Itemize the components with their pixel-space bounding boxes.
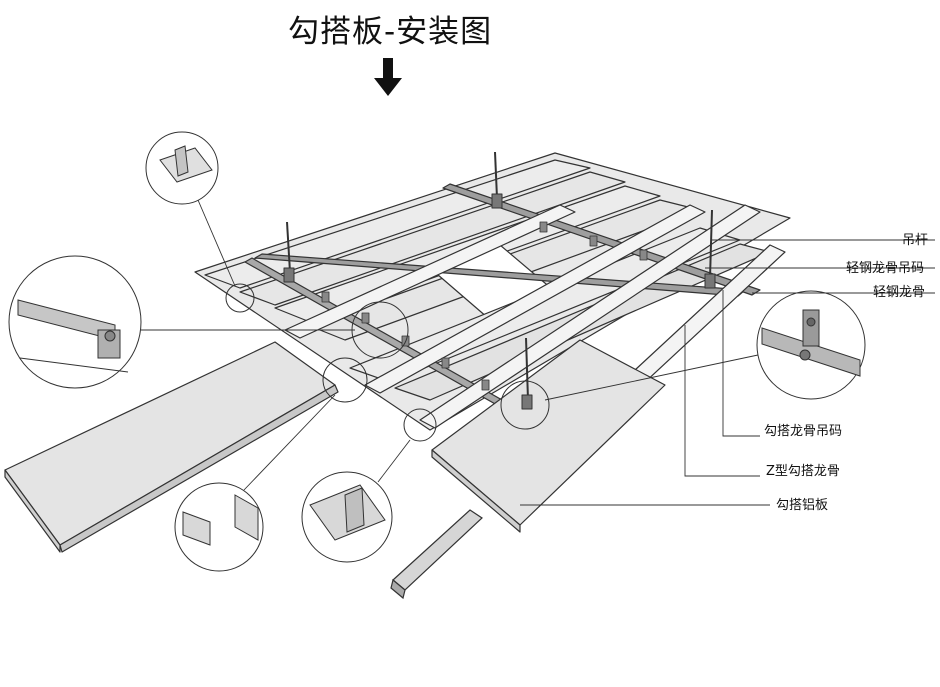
z-hook-keel: [364, 204, 706, 394]
detail-leaders: [141, 199, 759, 491]
label-light-steel-keel: 轻钢龙骨: [873, 285, 926, 300]
label-z-hook-keel: Z型勾搭龙骨: [766, 464, 840, 479]
light-steel-keel: [442, 183, 761, 296]
panel-strip: [239, 171, 626, 306]
label-hook-keel-clip: 勾搭龙骨吊码: [764, 424, 843, 439]
label-light-steel-keel-clip: 轻钢龙骨吊码: [846, 261, 925, 276]
ceiling-assembly: [194, 151, 791, 533]
label-leaders: [520, 239, 935, 506]
detail-callouts: [8, 131, 866, 572]
label-hanger-rod: 吊杆: [902, 233, 929, 248]
z-hook-keel: [284, 204, 576, 339]
panel-strip: [204, 159, 591, 289]
down-arrow-icon: [374, 58, 402, 96]
hanger-clips: [283, 193, 716, 410]
loose-z-keel: [390, 509, 483, 600]
label-hook-aluminum-panel: 勾搭铝板: [776, 498, 829, 513]
hanger-rods: [286, 151, 713, 401]
panel-edge: [431, 449, 521, 533]
loose-hook-panel: [4, 341, 339, 553]
page-title: 勾搭板-安装图: [288, 14, 493, 50]
z-hook-keel: [419, 204, 761, 429]
